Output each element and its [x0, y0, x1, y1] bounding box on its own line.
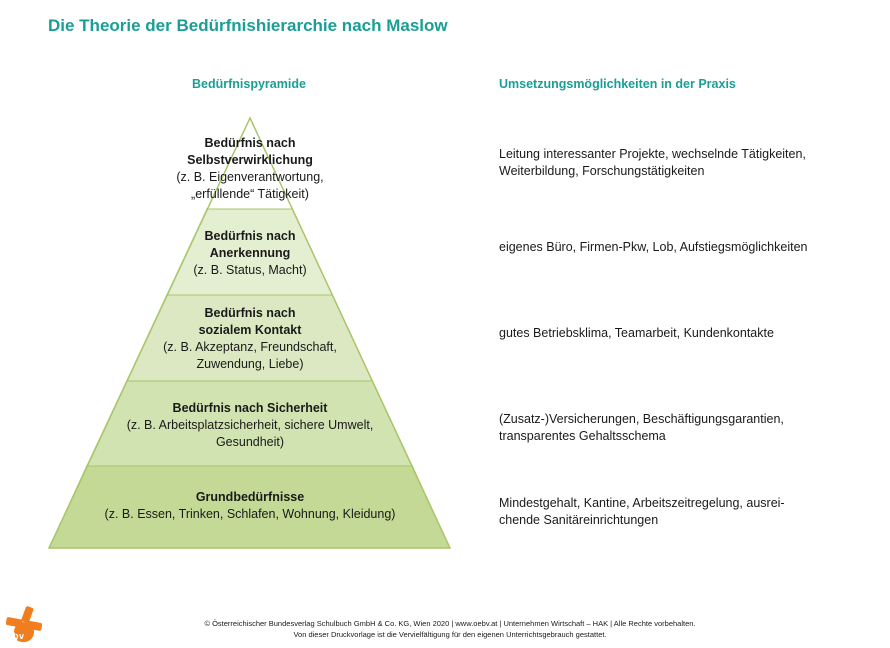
pyramid-level-sozialer-kontakt	[126, 295, 373, 381]
level-examples: (z. B. Essen, Trinken, Schlafen, Wohnung…	[104, 507, 396, 521]
level-sozialer-kontakt: Bedürfnis nach sozialem Kontakt (z. B. A…	[100, 305, 400, 373]
pyramid-outline	[47, 116, 452, 549]
level-name: Grundbedürfnisse	[195, 490, 305, 504]
level-examples: (z. B. Eigenverantwortung, „erfüllende“ …	[176, 170, 324, 201]
level-examples: (z. B. Arbeitsplatzsicherheit, sichere U…	[126, 418, 374, 449]
practice-anerkennung: eigenes Büro, Firmen-Pkw, Lob, Aufstiegs…	[499, 240, 808, 254]
practice-grundbeduerfnisse: Mindestgehalt, Kantine, Arbeitszeitregel…	[499, 496, 785, 527]
pyramid-heading: Bedürfnispyramide	[192, 77, 306, 91]
practice-sicherheit: (Zusatz-)Versicherungen, Beschäftigungsg…	[499, 412, 784, 443]
level-name: Bedürfnis nach Selbstverwirklichung	[187, 136, 313, 167]
level-examples: (z. B. Akzeptanz, Freundschaft, Zuwendun…	[163, 340, 337, 371]
level-grundbeduerfnisse: Grundbedürfnisse (z. B. Essen, Trinken, …	[100, 489, 400, 523]
footer-license: Von dieser Druckvorlage ist die Vervielf…	[293, 630, 607, 639]
oebv-logo-icon	[6, 606, 42, 643]
level-name: Bedürfnis nach Sicherheit	[172, 401, 328, 415]
level-anerkennung: Bedürfnis nach Anerkennung (z. B. Status…	[100, 228, 400, 279]
pyramid-level-sicherheit	[86, 381, 413, 466]
practice-sozialer-kontakt: gutes Betriebsklima, Teamarbeit, Kundenk…	[499, 326, 774, 340]
level-name: Bedürfnis nach Anerkennung	[204, 229, 296, 260]
pyramid-level-selbstverwirklichung	[206, 118, 293, 209]
practice-heading: Umsetzungsmöglichkeiten in der Praxis	[499, 77, 736, 91]
level-examples: (z. B. Status, Macht)	[193, 263, 307, 277]
logo-text: öbv	[7, 631, 25, 641]
footer-copyright: © Österreichischer Bundesverlag Schulbuc…	[204, 619, 696, 628]
practice-selbstverwirklichung: Leitung interessanter Projekte, wechseln…	[499, 147, 806, 178]
pyramid-level-anerkennung	[166, 209, 333, 295]
pyramid-level-grundbeduerfnisse	[49, 466, 450, 548]
page-title: Die Theorie der Bedürfnishierarchie nach…	[48, 16, 448, 35]
level-sicherheit: Bedürfnis nach Sicherheit (z. B. Arbeits…	[100, 400, 400, 451]
level-selbstverwirklichung: Bedürfnis nach Selbstverwirklichung (z. …	[100, 135, 400, 203]
level-name: Bedürfnis nach sozialem Kontakt	[198, 306, 302, 337]
